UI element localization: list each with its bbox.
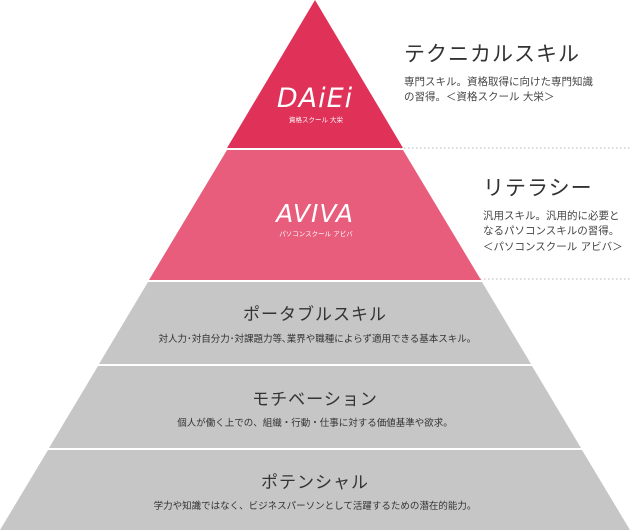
motivation-desc: 個人が働く上での、組織・行動・仕事に対する価値基準や欲求。 bbox=[177, 417, 453, 429]
potential-desc: 学力や知識ではなく、ビジネスパーソンとして活躍するための潜在的能力。 bbox=[154, 500, 477, 512]
literacy-title: リテラシー bbox=[483, 176, 593, 200]
literacy-desc: 汎用スキル。汎用的に必要と なるパソコンスキルの習得。 ＜パソコンスクール アビ… bbox=[483, 210, 623, 253]
portable-desc: 対人力･対自分力･対課題力等､業界や職種によらず適用できる基本スキル｡ bbox=[158, 333, 471, 345]
tier-literacy bbox=[149, 150, 481, 280]
daiei-logo: DAiEi bbox=[277, 83, 353, 114]
technical-skill-callout: テクニカルスキル 専門スキル。資格取得に向けた専門知識 の習得。＜資格スクール … bbox=[404, 42, 624, 106]
tier-motivation bbox=[49, 366, 581, 448]
tier-technical bbox=[227, 0, 403, 148]
potential-title: ポテンシャル bbox=[261, 473, 369, 493]
tier-potential bbox=[0, 450, 630, 530]
technical-skill-desc: 専門スキル。資格取得に向けた専門知識 の習得。＜資格スクール 大栄＞ bbox=[404, 76, 593, 104]
technical-skill-title: テクニカルスキル bbox=[404, 42, 580, 66]
motivation-title: モチベーション bbox=[252, 390, 378, 410]
aviva-logo: AVIVA bbox=[274, 199, 354, 228]
portable-title: ポータブルスキル bbox=[243, 304, 387, 325]
tier-portable bbox=[99, 282, 531, 364]
literacy-callout: リテラシー 汎用スキル。汎用的に必要と なるパソコンスキルの習得。 ＜パソコンス… bbox=[483, 176, 628, 255]
aviva-logo-subtext: パソコンスクール アビバ bbox=[279, 229, 353, 238]
daiei-logo-subtext: 資格スクール 大栄 bbox=[289, 115, 344, 124]
